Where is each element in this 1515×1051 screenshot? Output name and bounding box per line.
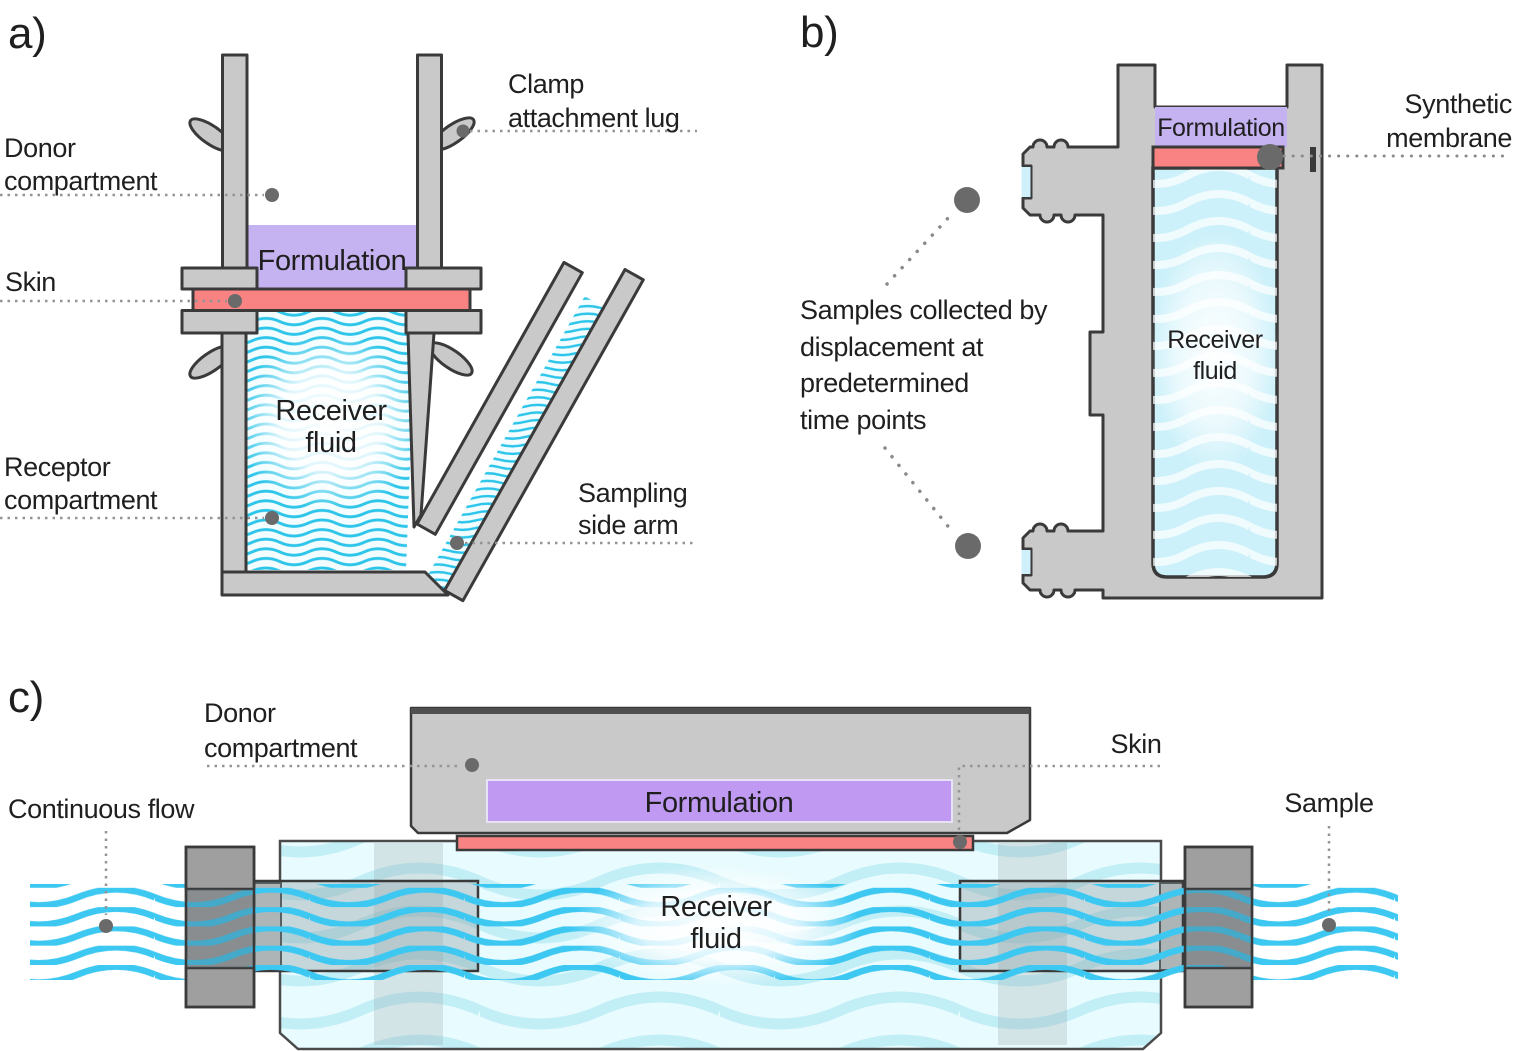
receptor-label: compartment bbox=[4, 485, 158, 515]
receiver-fluid-label: fluid bbox=[305, 427, 356, 459]
vent-slot bbox=[1310, 147, 1316, 172]
formulation-a bbox=[247, 225, 418, 289]
fitting-nut-caps bbox=[184, 845, 1254, 1009]
receiver-glow bbox=[1151, 232, 1279, 472]
membrane-label: membrane bbox=[1386, 123, 1512, 153]
leader-dot bbox=[1322, 918, 1336, 932]
leader-dot bbox=[456, 124, 470, 138]
samples-label: time points bbox=[800, 405, 926, 435]
samples-label: displacement at bbox=[800, 332, 984, 362]
formulation-b bbox=[1155, 107, 1287, 147]
side-arm-outer-wall bbox=[443, 268, 645, 603]
membrane-label: Synthetic bbox=[1405, 89, 1512, 119]
continuous-flow-label: Continuous flow bbox=[8, 794, 195, 824]
formulation-label: Formulation bbox=[258, 245, 407, 277]
sample-label: Sample bbox=[1284, 788, 1373, 818]
synthetic-membrane bbox=[1151, 145, 1285, 170]
donor-label: compartment bbox=[204, 733, 358, 763]
leader-dot bbox=[228, 294, 242, 308]
clamp-lug-label: attachment lug bbox=[508, 103, 680, 133]
panel-b: b) Formulation Synthetic membrane Sample… bbox=[800, 8, 1512, 600]
skin-membrane-a bbox=[191, 287, 472, 312]
receiver-fluid-label: fluid bbox=[690, 923, 741, 955]
membrane-dot bbox=[1257, 144, 1283, 170]
leaders-c bbox=[99, 758, 1336, 933]
leaders-b bbox=[883, 144, 1512, 559]
leader-dot bbox=[265, 511, 279, 525]
receiver-fluid-b bbox=[1151, 166, 1279, 579]
sampling-arm-label: side arm bbox=[578, 510, 678, 540]
donor-block-top-band bbox=[411, 708, 1030, 714]
skin-label: Skin bbox=[5, 267, 56, 297]
skin-label: Skin bbox=[1111, 729, 1162, 759]
receptor-fluid bbox=[236, 296, 604, 591]
leader-dot bbox=[99, 919, 113, 933]
donor-block-c bbox=[409, 706, 1032, 835]
samples-label: predetermined bbox=[800, 368, 969, 398]
samples-label: Samples collected by bbox=[800, 295, 1048, 325]
donor-label: Donor bbox=[204, 698, 276, 728]
sampling-arm-label: Sampling bbox=[578, 478, 687, 508]
receiver-fluid-label: Receiver bbox=[660, 891, 772, 923]
panel-b-tag: b) bbox=[800, 8, 838, 57]
sampling-port-slot bbox=[1021, 167, 1031, 197]
receiver-glow bbox=[571, 864, 861, 988]
leader-dot bbox=[953, 835, 967, 849]
receptor-label: Receptor bbox=[4, 452, 111, 482]
receiver-glow bbox=[236, 334, 426, 510]
leader-dot bbox=[450, 536, 464, 550]
donor-label: Donor bbox=[4, 133, 76, 163]
panel-a: a) Clamp attachment lug Donor compartmen… bbox=[0, 9, 697, 603]
sample-port-dot bbox=[954, 187, 980, 213]
formulation-c bbox=[486, 779, 953, 823]
cell-base bbox=[220, 570, 450, 597]
sampling-port-slot bbox=[1021, 550, 1031, 574]
donor-label: compartment bbox=[4, 166, 158, 196]
formulation-label: Formulation bbox=[1157, 114, 1285, 142]
panel-a-tag: a) bbox=[8, 9, 46, 58]
receiver-fluid-label: Receiver bbox=[1167, 326, 1263, 354]
receiver-fluid-label: Receiver bbox=[275, 395, 387, 427]
panel-c-tag: c) bbox=[8, 673, 44, 722]
skin-membrane-c bbox=[455, 834, 975, 852]
receiver-fluid-label: fluid bbox=[1193, 357, 1237, 385]
leader-dot bbox=[265, 188, 279, 202]
sample-port-dot bbox=[955, 533, 981, 559]
leader-dot bbox=[465, 758, 479, 772]
formulation-label: Formulation bbox=[645, 787, 794, 819]
panel-c: c) Donor compartment Continuous flow Ski… bbox=[8, 673, 1398, 1051]
side-arm-inner-wall bbox=[415, 260, 584, 536]
cell-body-a bbox=[180, 53, 645, 603]
leaders-a bbox=[0, 124, 697, 550]
clamp-lug-label: Clamp bbox=[508, 69, 584, 99]
